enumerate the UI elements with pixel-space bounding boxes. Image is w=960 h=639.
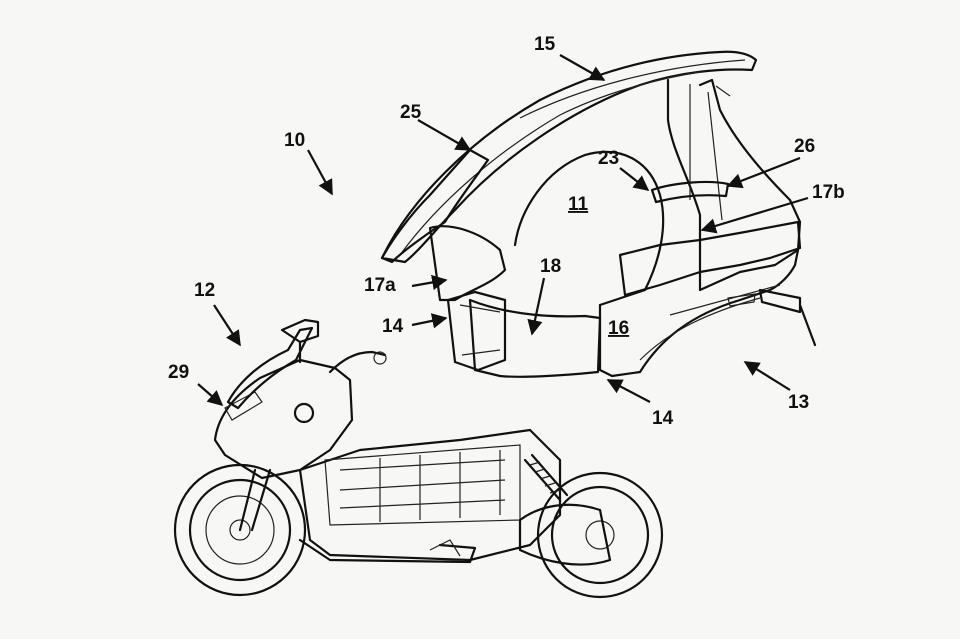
arrow-12 — [213, 304, 241, 347]
reference-numerals: 15 25 10 23 26 11 17b 18 17a 14 16 12 29… — [168, 34, 845, 429]
main-frame — [298, 428, 562, 562]
windshield-edge — [399, 71, 701, 256]
foot-stand — [429, 539, 461, 557]
arrow-14b — [606, 379, 651, 403]
rear-hub — [585, 520, 615, 550]
roof-line — [519, 59, 746, 119]
arrow-26 — [726, 156, 801, 189]
windscreen — [226, 326, 314, 410]
label-14-front: 14 — [382, 316, 404, 337]
rear-hitch — [758, 288, 817, 347]
lower-body-trim — [639, 284, 781, 361]
rear-wheel-tire — [536, 471, 664, 599]
handlebar-grip — [373, 351, 387, 365]
mirror — [280, 318, 320, 364]
side-panel-rear — [618, 220, 802, 297]
rear-pillar-inner — [689, 84, 731, 221]
front-fairing — [213, 358, 354, 480]
label-18: 18 — [540, 256, 561, 277]
handlebar — [328, 350, 387, 374]
front-wheel-rim — [188, 478, 292, 582]
lower-body — [598, 248, 800, 378]
arrow-29 — [197, 383, 224, 407]
shock-spring — [529, 461, 561, 494]
arrow-17a — [411, 274, 448, 290]
rear-pillar — [666, 78, 802, 292]
rear-lamp — [727, 293, 756, 307]
battery-pack — [324, 444, 521, 526]
label-25: 25 — [400, 102, 422, 123]
swing-arm — [518, 503, 612, 566]
label-17a: 17a — [364, 275, 396, 296]
label-15: 15 — [534, 34, 556, 55]
label-13: 13 — [788, 392, 809, 413]
front-bumper — [446, 290, 507, 372]
windshield-panel — [380, 148, 490, 264]
seat-back — [513, 150, 665, 307]
arrow-25 — [417, 119, 472, 151]
label-23: 23 — [598, 148, 619, 169]
arrow-13 — [743, 361, 791, 391]
arrow-18 — [527, 277, 546, 336]
label-10: 10 — [284, 130, 305, 151]
roof-frame — [380, 50, 758, 264]
handle — [650, 180, 730, 204]
emblem — [293, 402, 315, 424]
arrow-10 — [307, 149, 333, 196]
cabin-module — [380, 50, 817, 378]
side-panel-front — [428, 225, 507, 302]
leader-arrows — [197, 54, 809, 407]
label-16: 16 — [608, 318, 629, 339]
front-bumper-detail — [459, 304, 501, 356]
front-fork — [238, 468, 272, 532]
label-14-rear: 14 — [652, 408, 674, 429]
headlight — [224, 391, 263, 421]
arrow-14a — [411, 313, 448, 329]
arrow-15 — [559, 54, 606, 81]
label-11: 11 — [568, 194, 589, 215]
front-hub — [229, 519, 251, 541]
label-12: 12 — [194, 280, 215, 301]
lower-skirt — [298, 538, 477, 564]
rear-shock — [523, 453, 569, 502]
front-brake-disc — [205, 495, 275, 565]
label-26: 26 — [794, 136, 815, 157]
label-17b: 17b — [812, 182, 845, 203]
rear-wheel-rim — [550, 485, 650, 585]
arrow-23 — [619, 167, 650, 191]
label-29: 29 — [168, 362, 189, 383]
scooter — [173, 318, 664, 599]
arrow-17b — [700, 196, 809, 234]
